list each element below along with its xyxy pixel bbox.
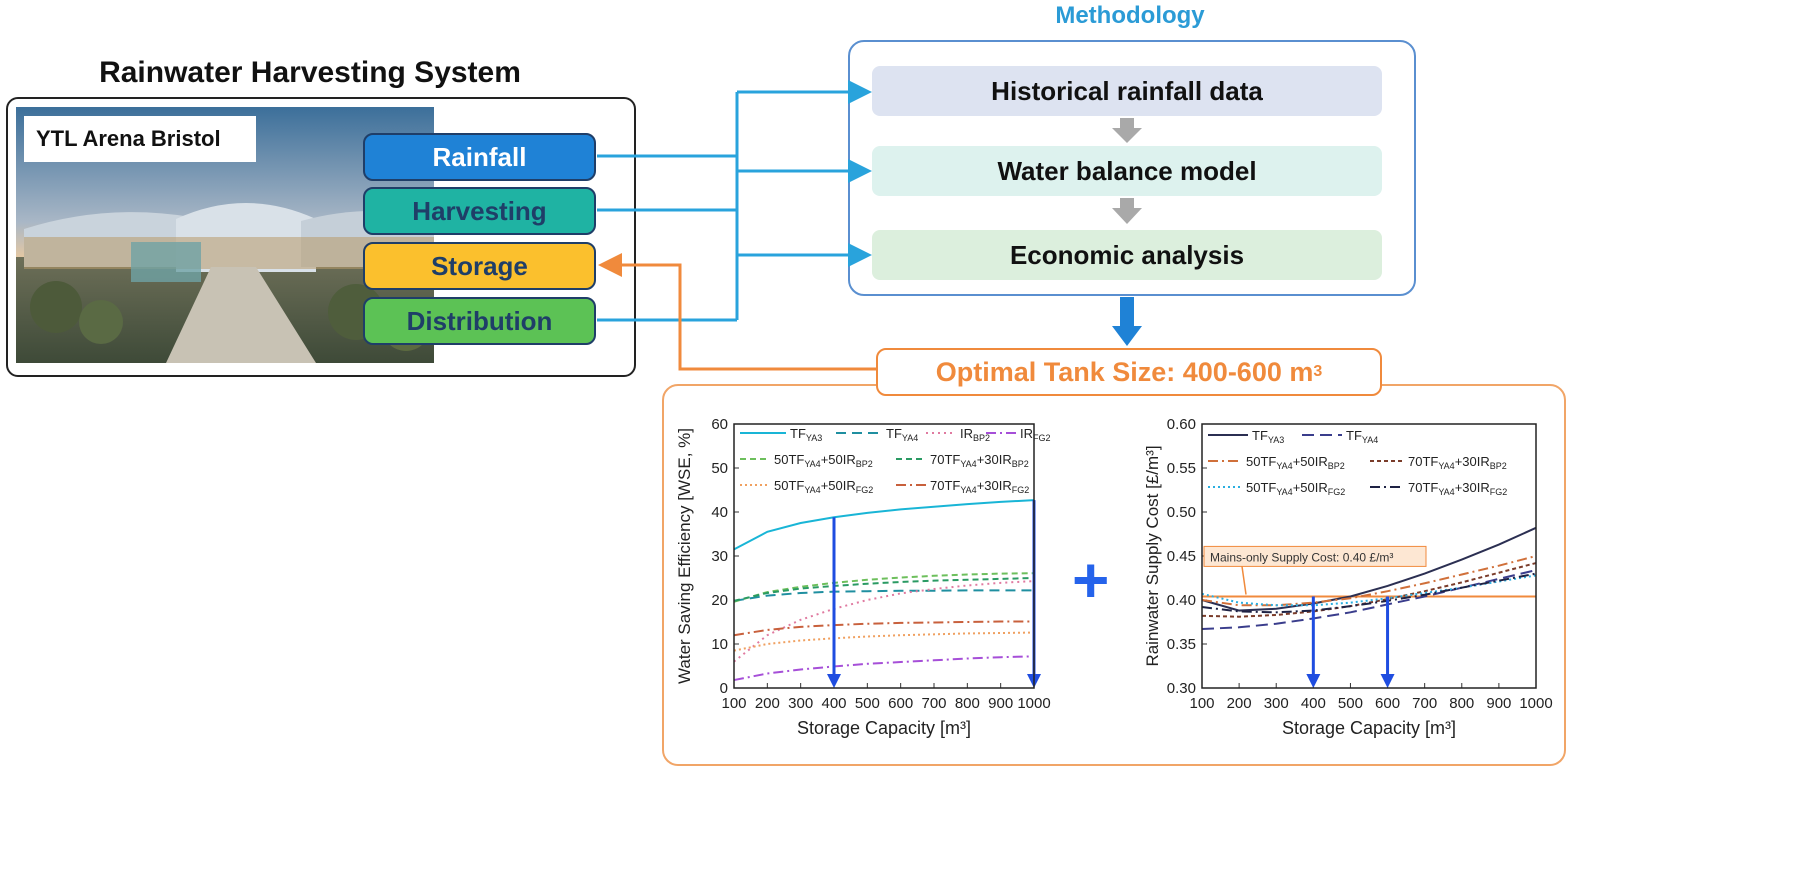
legend-label: IRFG2	[1020, 426, 1051, 443]
marker-arrow-head	[827, 674, 841, 688]
harvesting-box: Harvesting	[363, 187, 596, 235]
optimal-tank-unit-exponent: 3	[1313, 363, 1323, 380]
x-tick-label: 100	[721, 695, 746, 712]
y-tick-label: 0	[720, 680, 728, 697]
x-tick-label: 1000	[1519, 695, 1552, 712]
x-tick-label: 300	[1264, 695, 1289, 712]
distribution-box: Distribution	[363, 297, 596, 345]
series-line	[733, 580, 1035, 663]
annotation-label: Mains-only Supply Cost: 0.40 £/m³	[1210, 550, 1393, 564]
x-tick-label: 600	[888, 695, 913, 712]
optimal-tank-text: Optimal Tank Size: 400-600 m	[935, 356, 1314, 387]
x-tick-label: 600	[1375, 695, 1400, 712]
legend-label: 50TFYA4+50IRFG2	[1246, 480, 1345, 497]
step-economic-analysis: Economic analysis	[872, 230, 1382, 280]
system-title: Rainwater Harvesting System	[99, 56, 521, 89]
plot-frame	[1201, 423, 1537, 689]
result-down-arrow	[1112, 297, 1142, 346]
y-tick-label: 30	[711, 548, 728, 565]
x-tick-label: 500	[855, 695, 880, 712]
y-axis-label: Rainwater Supply Cost [£/m³]	[1143, 445, 1162, 666]
series-line	[733, 577, 1035, 602]
x-tick-label: 900	[1486, 695, 1511, 712]
y-tick-label: 40	[711, 504, 728, 521]
x-tick-label: 1000	[1017, 695, 1050, 712]
series-line	[733, 655, 1035, 682]
step-historical-rainfall: Historical rainfall data	[872, 66, 1382, 116]
x-tick-label: 500	[1338, 695, 1363, 712]
y-tick-label: 60	[711, 416, 728, 433]
marker-arrow-head	[1306, 674, 1321, 688]
rainfall-box: Rainfall	[363, 133, 596, 181]
series-line	[1201, 569, 1537, 631]
legend-label: 50TFYA4+50IRBP2	[774, 452, 873, 469]
y-tick-label: 0.50	[1167, 504, 1196, 521]
legend-label: TFYA4	[1346, 428, 1378, 445]
x-axis-label: Storage Capacity [m³]	[797, 718, 971, 738]
legend-label: 50TFYA4+50IRFG2	[774, 478, 873, 495]
y-axis-label: Water Saving Efficiency [WSE, %]	[675, 428, 694, 684]
x-tick-label: 800	[1449, 695, 1474, 712]
y-tick-label: 20	[711, 592, 728, 609]
y-tick-label: 0.55	[1167, 460, 1196, 477]
legend-label: 50TFYA4+50IRBP2	[1246, 454, 1345, 471]
legend-label: 70TFYA4+30IRFG2	[1408, 480, 1507, 497]
series-line	[733, 499, 1035, 551]
annotation-box	[1203, 545, 1427, 567]
x-tick-label: 400	[1301, 695, 1326, 712]
cost-chart: 100 200 300 400 500 600 700 800 900 1000 0.30 0.35 0…	[1143, 416, 1553, 738]
y-tick-label: 50	[711, 460, 728, 477]
y-tick-label: 0.40	[1167, 592, 1196, 609]
step-water-balance: Water balance model	[872, 146, 1382, 196]
series-line	[733, 589, 1034, 602]
series-line	[733, 631, 1035, 652]
legend-label: TFYA3	[1252, 428, 1284, 445]
x-tick-label: 400	[821, 695, 846, 712]
series-line	[1201, 526, 1537, 612]
x-tick-label: 800	[955, 695, 980, 712]
input-flow-lines	[597, 80, 872, 322]
x-tick-label: 700	[921, 695, 946, 712]
legend-label: TFYA4	[886, 426, 918, 443]
y-tick-label: 0.45	[1167, 548, 1196, 565]
legend-label: 70TFYA4+30IRFG2	[930, 478, 1029, 495]
x-tick-label: 100	[1189, 695, 1214, 712]
x-tick-label: 700	[1412, 695, 1437, 712]
x-tick-label: 200	[755, 695, 780, 712]
annotation-pointer	[1241, 566, 1247, 595]
y-tick-label: 0.60	[1167, 416, 1196, 433]
series-line	[733, 572, 1035, 603]
series-line	[1201, 572, 1537, 614]
plus-symbol: +	[1072, 544, 1110, 616]
x-axis-label: Storage Capacity [m³]	[1282, 718, 1456, 738]
arena-label: YTL Arena Bristol	[24, 116, 256, 162]
x-tick-label: 300	[788, 695, 813, 712]
legend-label: TFYA3	[790, 426, 822, 443]
series-line	[1201, 562, 1537, 618]
feedback-arrow	[598, 253, 876, 371]
y-tick-label: 0.35	[1167, 636, 1196, 653]
series-line	[1201, 555, 1537, 607]
x-tick-label: 900	[988, 695, 1013, 712]
legend-label: 70TFYA4+30IRBP2	[1408, 454, 1507, 471]
y-tick-label: 10	[711, 636, 728, 653]
methodology-title: Methodology	[1055, 2, 1205, 29]
x-tick-label: 200	[1227, 695, 1252, 712]
storage-box: Storage	[363, 242, 596, 290]
y-tick-label: 0.30	[1167, 680, 1196, 697]
step-arrows	[1112, 118, 1142, 224]
plot-frame	[733, 423, 1035, 689]
marker-arrow-head	[1380, 674, 1395, 688]
legend-label: 70TFYA4+30IRBP2	[930, 452, 1029, 469]
legend-label: IRBP2	[960, 426, 990, 443]
